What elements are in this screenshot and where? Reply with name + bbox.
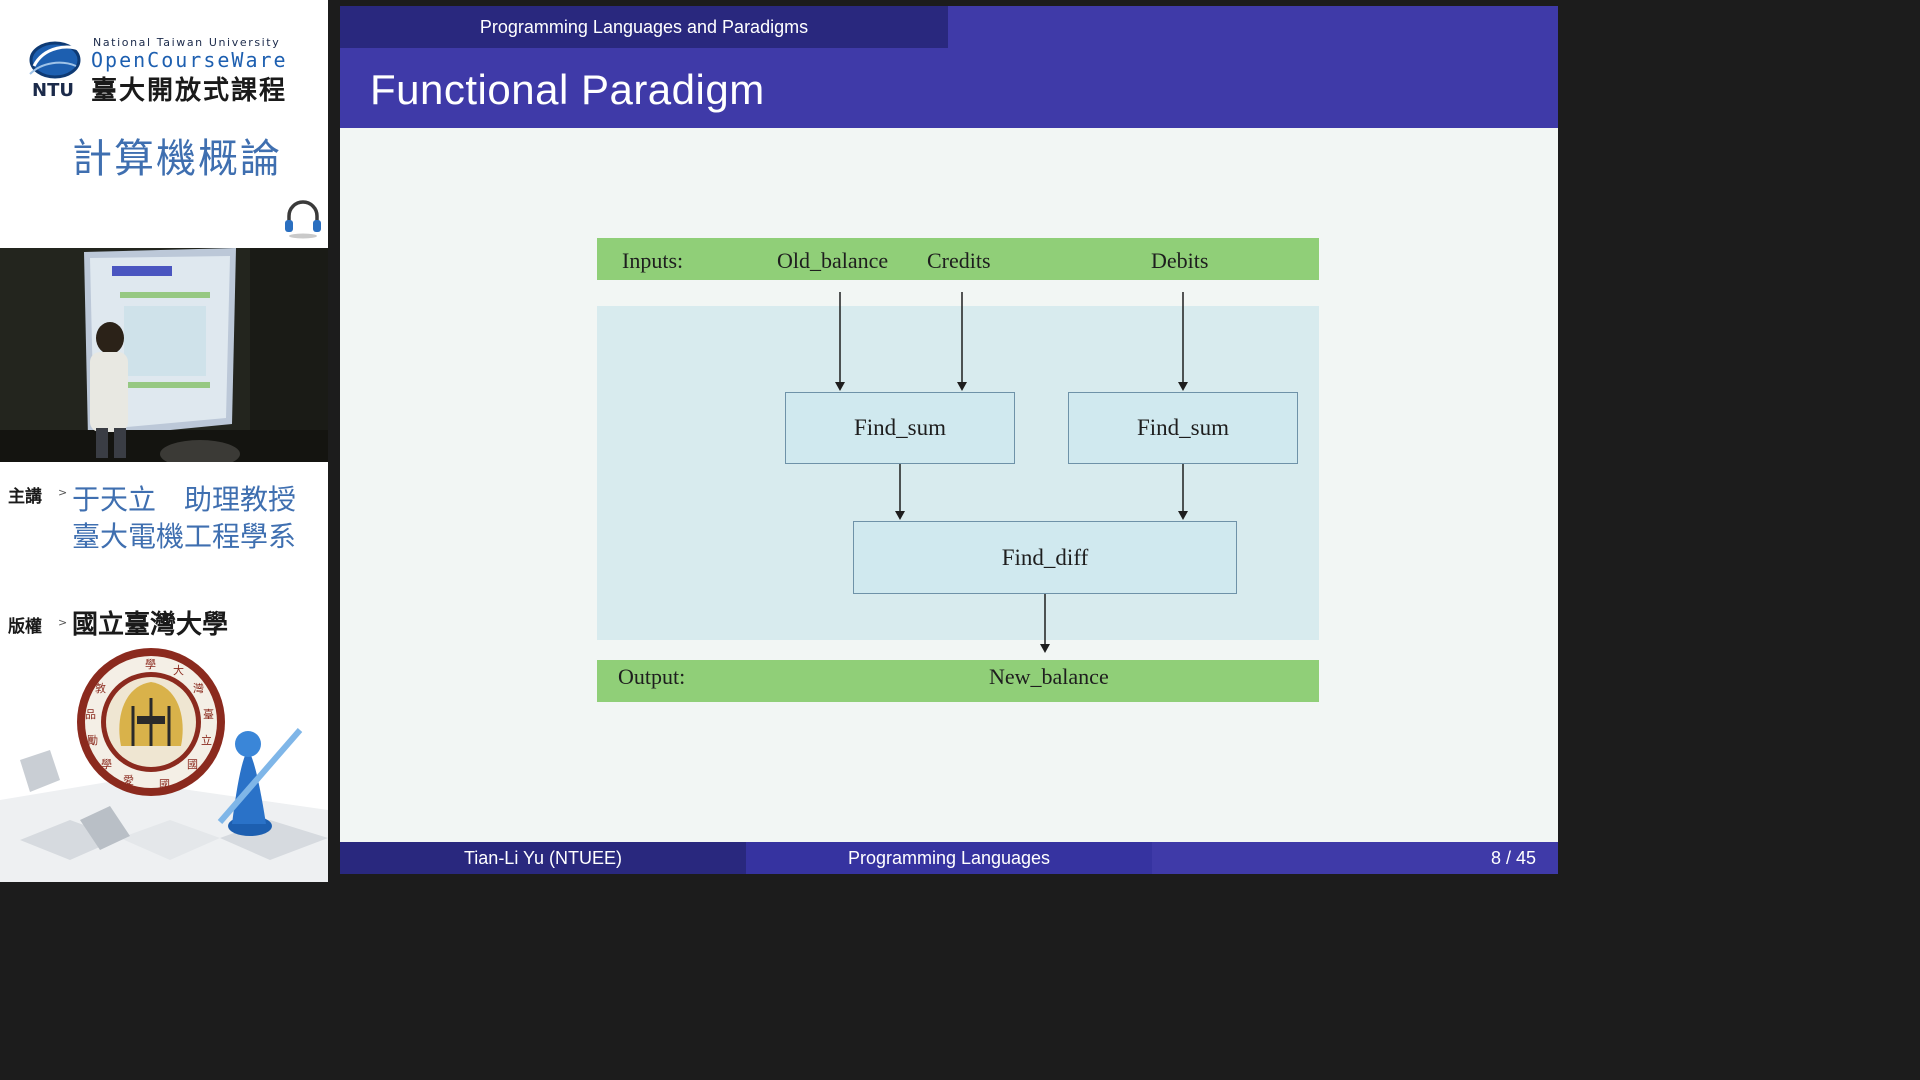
arrowhead [895, 511, 905, 520]
svg-text:勵: 勵 [87, 734, 98, 747]
svg-text:大: 大 [173, 663, 184, 677]
input-old-balance: Old_balance [777, 248, 889, 273]
arrowhead [1040, 644, 1050, 653]
svg-text:學: 學 [145, 658, 156, 671]
copyright-label: 版權 [8, 617, 42, 637]
course-info-panel: NTU National Taiwan University OpenCours… [0, 0, 328, 882]
ntu-ocw-logo-icon: NTU [29, 41, 81, 98]
page-number: 8 / 45 [1490, 848, 1536, 868]
presentation-slide: Programming Languages and Paradigms Func… [340, 6, 1558, 874]
lecturer-name: 于天立 助理教授 [72, 483, 297, 516]
input-credits: Credits [927, 248, 991, 273]
course-title: 計算機概論 [72, 136, 282, 182]
arrowhead [1178, 382, 1188, 391]
chevron-right-icon: > [58, 616, 68, 629]
svg-text:品: 品 [85, 708, 96, 721]
slide-title: Functional Paradigm [370, 66, 765, 113]
university-name: National Taiwan University [93, 36, 281, 49]
arrowhead [835, 382, 845, 391]
footer-author: Tian-Li Yu (NTUEE) [340, 842, 746, 874]
lecturer-department: 臺大電機工程學系 [72, 520, 297, 553]
lecture-video-feed[interactable] [0, 248, 328, 462]
slide-footer: Tian-Li Yu (NTUEE) Programming Languages… [340, 842, 1558, 874]
arrowhead [1178, 511, 1188, 520]
svg-text:敦: 敦 [95, 681, 106, 695]
lecturer-label: 主講 [8, 487, 42, 507]
chevron-right-icon: > [58, 486, 68, 499]
svg-text:立: 立 [201, 733, 212, 747]
svg-text:愛: 愛 [123, 774, 134, 787]
output-new-balance: New_balance [989, 664, 1109, 689]
svg-text:學: 學 [101, 758, 112, 771]
input-debits: Debits [1151, 248, 1209, 273]
find-sum-debits-box: Find_sum [1068, 392, 1298, 464]
inputs-band [597, 238, 1319, 280]
svg-text:國: 國 [187, 758, 198, 771]
lecture-scene-image [0, 248, 328, 462]
section-title: Programming Languages and Paradigms [340, 6, 948, 48]
output-label: Output: [618, 664, 686, 689]
ntu-seal-logo: 學大灣 臺立國 敦品勵 學愛國 [77, 648, 225, 796]
inputs-label: Inputs: [622, 248, 684, 273]
ocw-name: OpenCourseWare [91, 48, 288, 72]
svg-text:NTU: NTU [32, 80, 74, 98]
output-band [597, 660, 1319, 702]
svg-text:國: 國 [159, 778, 170, 791]
copyright-owner: 國立臺灣大學 [72, 610, 229, 640]
decorative-background-art [0, 728, 328, 882]
arrowhead [957, 382, 967, 391]
find-diff-box: Find_diff [853, 521, 1237, 594]
footer-course: Programming Languages [746, 842, 1152, 874]
svg-text:臺: 臺 [203, 707, 214, 721]
find-sum-credits-box: Find_sum [785, 392, 1015, 464]
slide-title-bar: Functional Paradigm [340, 48, 1558, 128]
flow-arrows [835, 292, 1188, 653]
ocw-chinese-name: 臺大開放式課程 [91, 76, 288, 106]
headphones-icon[interactable] [281, 196, 325, 240]
svg-text:灣: 灣 [193, 682, 204, 695]
